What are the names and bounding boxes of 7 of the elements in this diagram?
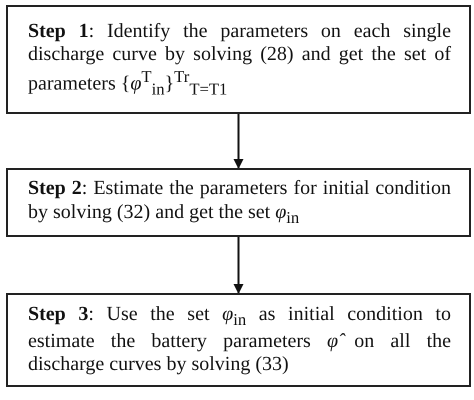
step-text: Step 2: Estimate the parameters for initial condition by solving (32) and get the set φ$_{in}$ (28, 177, 451, 228)
process-box (6, 168, 471, 237)
process-box (6, 293, 471, 387)
arrow (234, 114, 244, 169)
arrow (234, 237, 244, 294)
step-text: Step 3: Use the set φ$_{in}$ as initial condition to estimate the battery parameters φ̂ on all the discharge curves by solving (33) (28, 303, 451, 377)
process-box (6, 5, 471, 114)
